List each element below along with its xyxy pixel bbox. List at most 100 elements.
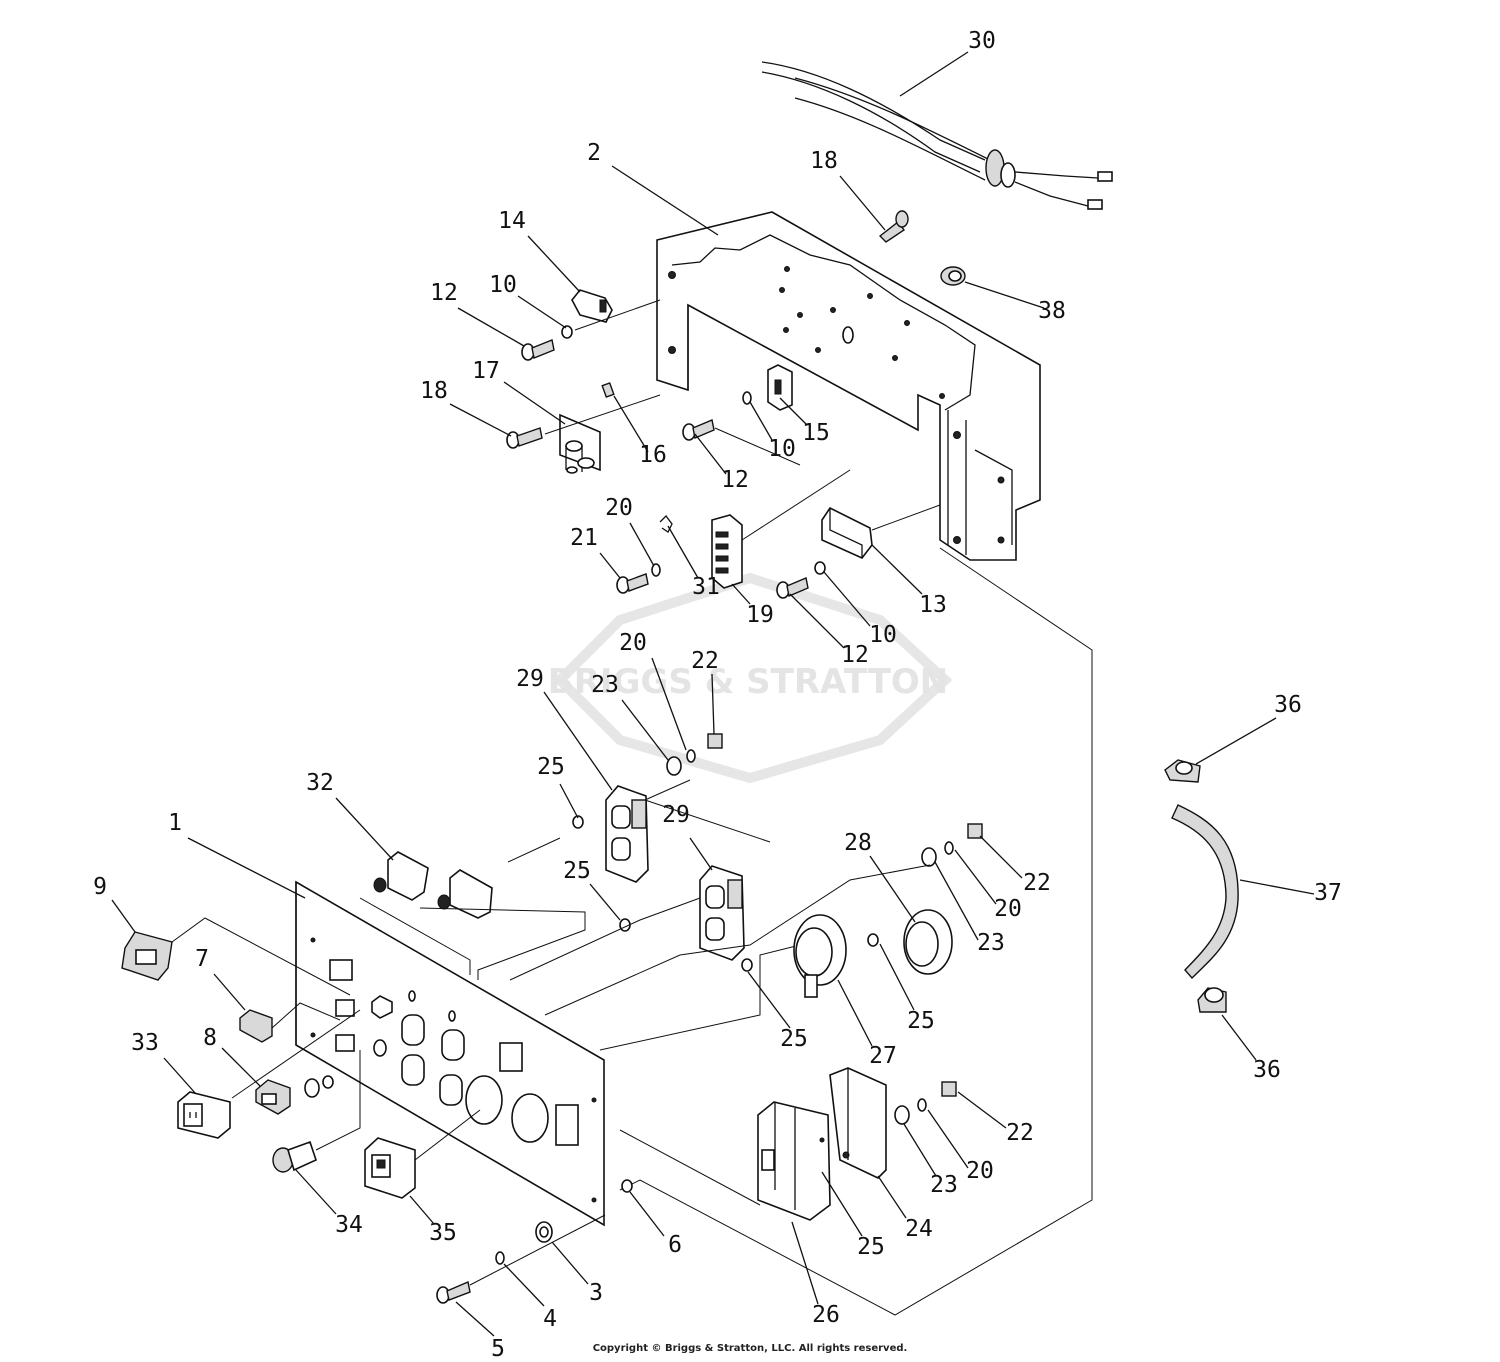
callout-leader-24: [877, 1175, 907, 1219]
circuit-breakers-32: [359, 851, 586, 980]
wire-harness: [761, 61, 1113, 210]
callout-number-14: 14: [498, 208, 526, 234]
callout-number-29: 29: [516, 666, 544, 692]
callout-leader-8: [221, 1047, 261, 1087]
callout-leader-7: [213, 973, 246, 1011]
callout-number-22: 22: [1023, 870, 1051, 896]
receptacle-33: [177, 1009, 361, 1139]
callout-number-25: 25: [907, 1008, 935, 1034]
callout-number-6: 6: [668, 1232, 682, 1258]
duplex-outlet-29-lower: [507, 837, 745, 981]
callout-number-18: 18: [810, 148, 838, 174]
callout-leader-36: [1221, 1014, 1257, 1061]
panel-hardware: [436, 1179, 633, 1304]
callout-leader-18: [449, 403, 512, 437]
callout-number-23: 23: [930, 1172, 958, 1198]
callout-leader-12: [789, 593, 845, 649]
callout-leader-19: [731, 583, 751, 605]
callout-number-2: 2: [587, 140, 601, 166]
callout-number-25: 25: [537, 754, 565, 780]
capacitor-13: [776, 506, 873, 599]
callout-leader-15: [779, 397, 807, 425]
callout-leader-37: [1239, 879, 1315, 895]
callout-number-34: 34: [335, 1212, 363, 1238]
switch-7: [239, 1002, 341, 1043]
callout-number-38: 38: [1038, 298, 1066, 324]
callout-number-18: 18: [420, 378, 448, 404]
callout-number-27: 27: [869, 1043, 897, 1069]
callout-number-8: 8: [203, 1025, 217, 1051]
callout-number-31: 31: [692, 574, 720, 600]
callout-leader-35: [409, 1195, 435, 1225]
callout-leader-38: [964, 281, 1045, 309]
callout-leader-23: [934, 861, 979, 941]
duplex-outlet-29-upper: [572, 733, 771, 883]
callout-number-13: 13: [919, 592, 947, 618]
callout-leader-34: [295, 1169, 337, 1215]
callout-number-20: 20: [619, 630, 647, 656]
callout-number-22: 22: [691, 648, 719, 674]
callout-leader-20: [927, 1109, 969, 1169]
callout-leader-13: [871, 544, 923, 595]
copyright-notice: Copyright © Briggs & Stratton, LLC. All …: [592, 1343, 908, 1354]
callout-number-5: 5: [491, 1336, 505, 1362]
callout-leader-14: [527, 235, 581, 293]
grommet-36-top: [1164, 759, 1201, 783]
callout-number-25: 25: [857, 1234, 885, 1260]
callout-leader-1: [187, 837, 306, 899]
callout-number-12: 12: [721, 467, 749, 493]
callout-leader-32: [335, 797, 394, 861]
callout-leader-3: [551, 1241, 589, 1285]
callout-leader-20: [954, 849, 997, 905]
callout-number-9: 9: [93, 874, 107, 900]
callout-leader-25: [821, 1171, 863, 1237]
callout-leader-4: [503, 1263, 545, 1307]
callout-number-20: 20: [994, 896, 1022, 922]
callout-number-35: 35: [429, 1220, 457, 1246]
callout-number-3: 3: [589, 1280, 603, 1306]
callout-number-23: 23: [591, 672, 619, 698]
callout-leader-12: [694, 433, 727, 475]
grommet-38: [940, 266, 966, 286]
callout-leader-26: [791, 1221, 819, 1305]
callout-leader-25: [589, 883, 621, 921]
callout-leader-6: [629, 1191, 665, 1237]
callout-number-29: 29: [662, 802, 690, 828]
control-box-back: [656, 211, 1041, 561]
callout-leader-36: [1195, 717, 1277, 765]
callout-number-32: 32: [306, 770, 334, 796]
callout-number-30: 30: [968, 28, 996, 54]
callout-number-17: 17: [472, 358, 500, 384]
callout-number-28: 28: [844, 830, 872, 856]
callout-number-24: 24: [905, 1216, 933, 1242]
callout-leader-21: [599, 552, 621, 579]
callout-number-20: 20: [966, 1158, 994, 1184]
callout-number-22: 22: [1006, 1120, 1034, 1146]
callout-number-23: 23: [977, 930, 1005, 956]
callout-leader-28: [869, 855, 916, 923]
callout-leader-20: [651, 657, 687, 751]
callout-number-10: 10: [869, 622, 897, 648]
callout-number-1: 1: [168, 810, 182, 836]
callout-number-4: 4: [543, 1306, 557, 1332]
terminal-block-19: [616, 514, 743, 594]
callout-leader-18: [839, 175, 886, 231]
callout-leader-10: [517, 295, 567, 329]
callout-leader-10: [749, 401, 773, 441]
callout-number-26: 26: [812, 1302, 840, 1328]
callout-leader-9: [111, 899, 136, 933]
callout-number-15: 15: [802, 420, 830, 446]
callout-number-33: 33: [131, 1030, 159, 1056]
callout-number-7: 7: [195, 946, 209, 972]
callout-number-36: 36: [1274, 692, 1302, 718]
assembly-lines: [599, 469, 1093, 1316]
callout-leader-10: [823, 571, 871, 627]
terminal-bracket-17: [506, 382, 661, 474]
callout-number-21: 21: [570, 525, 598, 551]
brand-watermark: BRIGGS & STRATTON: [548, 572, 953, 784]
switch-8: [255, 1075, 334, 1115]
breaker-35: [364, 1109, 481, 1199]
callout-leader-5: [455, 1301, 495, 1337]
callout-leader-29: [689, 837, 713, 871]
